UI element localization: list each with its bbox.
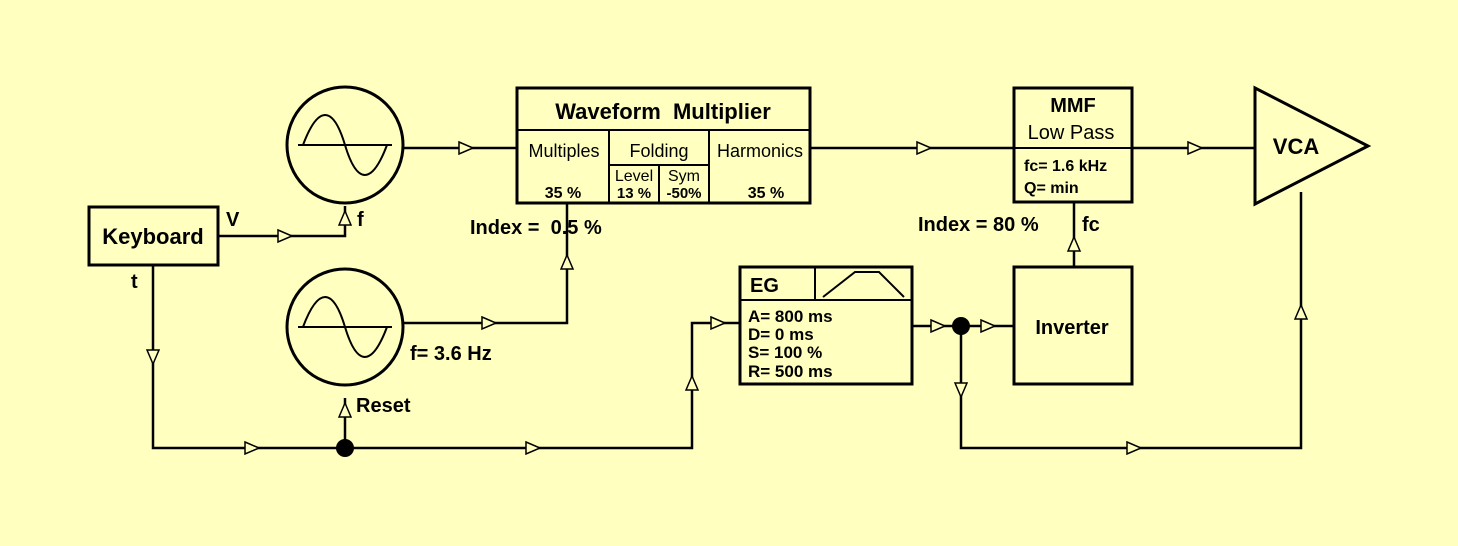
osc2-reset-label: Reset <box>356 395 411 417</box>
eg-release: R= 500 ms <box>748 362 833 381</box>
folding-level-label: Level <box>615 168 653 185</box>
multiplier-title: Waveform Multiplier <box>555 99 771 124</box>
mmf-q: Q= min <box>1024 180 1079 197</box>
folding-sym-label: Sym <box>668 168 700 185</box>
folding-level-value: 13 % <box>617 185 651 202</box>
oscillator-1 <box>285 85 405 205</box>
multiplier-index-label: Index = 0.5 % <box>470 217 602 239</box>
folding-sym-value: -50% <box>666 185 701 202</box>
mmf-filter-block: MMF Low Pass fc= 1.6 kHz Q= min <box>1012 86 1134 204</box>
multiples-value: 35 % <box>545 185 581 202</box>
eg-attack: A= 800 ms <box>748 307 833 326</box>
inverter-label: Inverter <box>1035 317 1109 339</box>
vca-block: VCA <box>1253 85 1372 207</box>
osc2-frequency-label: f= 3.6 Hz <box>410 343 492 365</box>
eg-title: EG <box>750 275 779 297</box>
harmonics-value: 35 % <box>748 185 784 202</box>
mmf-cutoff: fc= 1.6 kHz <box>1024 158 1107 175</box>
harmonics-label: Harmonics <box>717 141 803 161</box>
sine-wave-icon <box>298 114 392 176</box>
mmf-title: MMF <box>1050 95 1096 117</box>
eg-sustain: S= 100 % <box>748 343 822 362</box>
keyboard-block: Keyboard <box>87 205 220 267</box>
reset-junction-dot <box>336 439 354 457</box>
mmf-index-label: Index = 80 % <box>918 214 1039 236</box>
eg-decay: D= 0 ms <box>748 325 814 344</box>
keyboard-label: Keyboard <box>102 224 203 249</box>
envelope-shape-icon <box>822 271 905 298</box>
keyboard-t-output-label: t <box>131 271 138 293</box>
envelope-generator-block: EG A= 800 ms D= 0 ms S= 100 % R= 500 ms <box>738 265 914 386</box>
multiples-label: Multiples <box>528 141 599 161</box>
waveform-multiplier-block: Waveform Multiplier Multiples 35 % Foldi… <box>515 86 812 205</box>
sine-wave-icon <box>298 296 392 358</box>
oscillator-2 <box>285 267 405 387</box>
keyboard-v-output-label: V <box>226 209 240 231</box>
folding-label: Folding <box>629 141 688 161</box>
mmf-fc-input-label: fc <box>1082 214 1100 236</box>
inverter-block: Inverter <box>1012 265 1134 386</box>
eg-junction-dot <box>952 317 970 335</box>
osc1-f-input-label: f <box>357 209 364 231</box>
vca-label: VCA <box>1273 134 1320 159</box>
mmf-mode: Low Pass <box>1028 122 1115 144</box>
